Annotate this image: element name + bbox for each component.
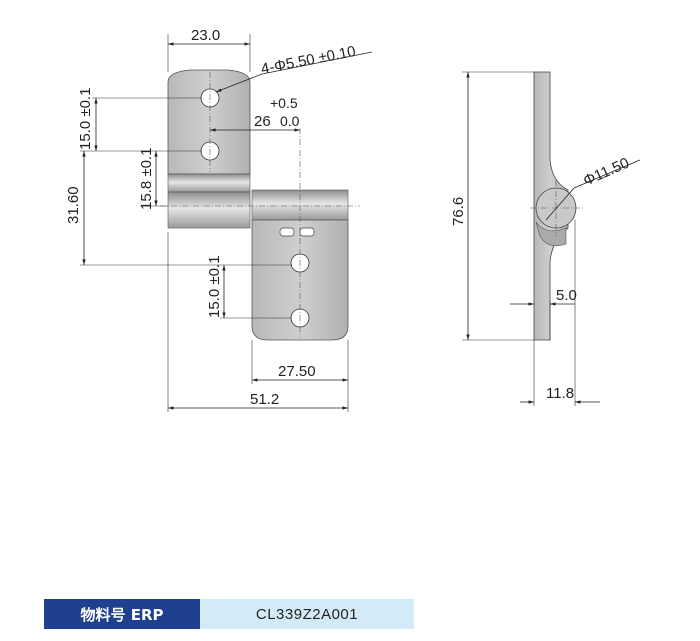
technical-drawing: 23.0 4-Φ5.50 ±0.10 +0.5 26 0.0 15.0 ±0.1… [65,27,641,412]
hole-callout: 4-Φ5.50 ±0.10 [260,43,358,78]
upper-knuckle-lower [167,191,251,229]
side-view: 76.6 Φ11.50 5.0 11.8 [450,71,641,406]
tol-lower: 0.0 [280,113,300,129]
upper-knuckle [167,173,251,193]
dim-26: 26 [254,113,271,130]
dim-width-total: 51.2 [250,391,279,408]
dim-height-3160: 31.60 [65,186,82,224]
dim-pitch-bottom: 15.0 ±0.1 [206,256,223,318]
dim-pitch-top: 15.0 ±0.1 [77,88,94,150]
dim-depth: 11.8 [546,385,574,402]
erp-label: 物料号 ERP [44,599,200,629]
dim-width-top: 23.0 [191,27,220,44]
slot [299,227,315,237]
slot [279,227,295,237]
dim-knuckle-dia: Φ11.50 [581,154,632,189]
upper-leaf [167,69,251,175]
front-view: 23.0 4-Φ5.50 ±0.10 +0.5 26 0.0 15.0 ±0.1… [65,27,373,412]
dim-offset: 15.8 ±0.1 [138,148,155,210]
tol-upper: +0.5 [270,95,298,111]
dim-width-2750: 27.50 [278,363,316,380]
knuckle-lower [535,221,567,247]
erp-value: CL339Z2A001 [200,599,414,629]
dim-thickness: 5.0 [556,287,577,304]
dim-height-total: 76.6 [450,197,467,226]
erp-info-bar: 物料号 ERP CL339Z2A001 [44,599,414,629]
